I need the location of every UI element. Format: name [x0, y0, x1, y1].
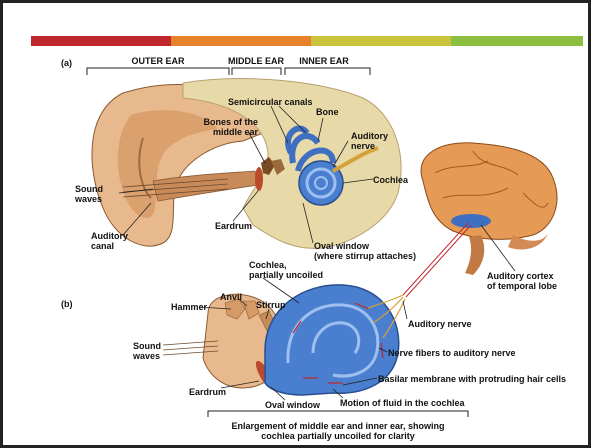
- hammer-label: Hammer: [171, 302, 207, 312]
- basilar-membrane-label: Basilar membrane with protruding hair ce…: [378, 374, 566, 384]
- caption-line-1: Enlargement of middle ear and inner ear,…: [198, 421, 478, 431]
- bone-label: Bone: [316, 107, 339, 117]
- panel-a-label: (a): [61, 58, 72, 68]
- semicircular-canals-label: Semicircular canals: [228, 97, 313, 107]
- anvil-label: Anvil: [220, 292, 242, 302]
- auditory-nerve-label-2: nerve: [351, 141, 375, 151]
- section-brackets: [87, 68, 370, 75]
- bones-middle-ear-label-1: Bones of the: [188, 117, 258, 127]
- inner-ear-heading: INNER EAR: [289, 56, 359, 66]
- auditory-cortex-label-2: of temporal lobe: [487, 281, 557, 291]
- auditory-canal-label-2: canal: [91, 241, 114, 251]
- auditory-cortex-label-1: Auditory cortex: [487, 271, 554, 281]
- oval-window-label-1: Oval window: [314, 241, 369, 251]
- caption-line-2: cochlea partially uncoiled for clarity: [198, 431, 478, 441]
- panel-b-label: (b): [61, 299, 73, 309]
- auditory-nerve-label-1: Auditory: [351, 131, 388, 141]
- eardrum-shape: [255, 167, 263, 191]
- sound-waves-b-label-1: Sound: [133, 341, 161, 351]
- brain-shape: [421, 143, 557, 275]
- oval-window-label-2: (where stirrup attaches): [314, 251, 416, 261]
- outer-ear-heading: OUTER EAR: [118, 56, 198, 66]
- eardrum-label: Eardrum: [215, 221, 252, 231]
- cochlea-label: Cochlea: [373, 175, 408, 185]
- motion-fluid-label: Motion of fluid in the cochlea: [340, 398, 465, 408]
- auditory-nerve-b-label: Auditory nerve: [408, 319, 472, 329]
- sound-waves-label-1: Sound: [75, 184, 103, 194]
- nerve-fibers-label: Nerve fibers to auditory nerve: [388, 348, 516, 358]
- cochlea-uncoiled-label-1: Cochlea,: [249, 260, 287, 270]
- oval-window-b-label: Oval window: [265, 400, 320, 410]
- sound-waves-label-2: waves: [75, 194, 102, 204]
- auditory-canal-label-1: Auditory: [91, 231, 128, 241]
- caption-bracket: [208, 411, 468, 417]
- eardrum-b-label: Eardrum: [189, 387, 226, 397]
- middle-ear-heading: MIDDLE EAR: [225, 56, 287, 66]
- stirrup-label: Stirrup: [256, 300, 286, 310]
- cochlea-uncoiled-label-2: partially uncoiled: [249, 270, 323, 280]
- bones-middle-ear-label-2: middle ear: [188, 127, 258, 137]
- sound-waves-b-label-2: waves: [133, 351, 160, 361]
